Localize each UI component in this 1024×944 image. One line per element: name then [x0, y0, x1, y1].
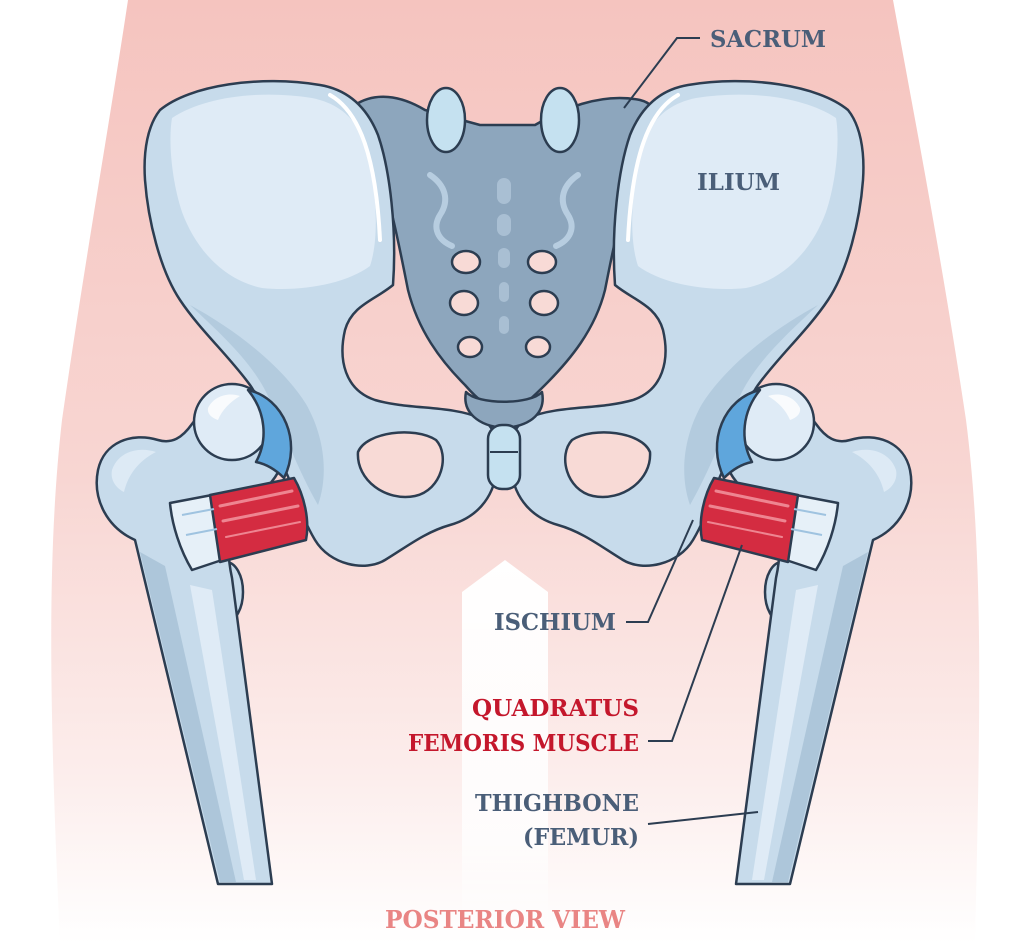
joint-cartilage — [246, 388, 293, 480]
coccyx-base — [464, 390, 544, 430]
view-caption: POSTERIOR VIEW — [385, 905, 626, 934]
median-crest-4 — [499, 282, 509, 302]
tendon-line — [181, 508, 215, 516]
greater-trochanter-highlight — [111, 449, 156, 492]
view-direction-arrow — [462, 560, 548, 944]
ischium-label: ISCHIUM — [494, 609, 616, 636]
median-crest-3 — [498, 248, 510, 268]
sacrum — [351, 86, 658, 414]
left-hip-bone — [143, 79, 499, 567]
sacral-foramen — [456, 335, 484, 359]
femur-label-line2: (FEMUR) — [523, 824, 639, 851]
sacral-foramen — [448, 289, 480, 317]
sacrum-crest-right — [553, 172, 581, 249]
muscle-label-line1: QUADRATUS — [472, 695, 639, 722]
sacral-articular-process-right — [539, 86, 581, 154]
muscle-fiber — [221, 504, 300, 523]
ilium-shade — [190, 305, 324, 505]
median-crest-5 — [499, 316, 509, 334]
muscle-label-line2: FEMORIS MUSCLE — [408, 730, 639, 757]
femur-leader-line — [647, 811, 759, 825]
femur-shaft-highlight — [190, 585, 256, 880]
coccyx — [464, 390, 544, 491]
sacral-articular-process-left — [425, 86, 467, 154]
sacral-foramen — [526, 249, 558, 275]
left-femur — [95, 399, 283, 886]
sacrum-crest-left — [427, 172, 455, 249]
femoral-head-shine — [207, 394, 240, 420]
coccyx-tail — [486, 423, 522, 491]
sacrum-leader-line — [623, 37, 700, 109]
muscle-belly — [208, 476, 309, 564]
median-crest-1 — [497, 178, 511, 204]
median-crest-2 — [497, 214, 511, 236]
sacrum-label: SACRUM — [710, 26, 826, 53]
ilium-label: ILIUM — [697, 169, 780, 196]
ischium-leader-line — [626, 519, 694, 623]
sacral-foramen — [524, 335, 552, 359]
obturator-foramen — [356, 431, 444, 499]
iliac-fossa — [170, 94, 376, 290]
muscle-leader-line — [648, 544, 743, 742]
muscle-fiber — [218, 489, 294, 508]
femur-label-line1: THIGHBONE — [475, 790, 639, 817]
muscle-fiber — [225, 521, 301, 538]
tendon-line — [185, 528, 218, 536]
ilium-highlight — [328, 93, 382, 242]
sacral-foramen — [450, 249, 482, 275]
left-quadratus-femoris — [168, 476, 309, 572]
left-hip-joint — [192, 382, 293, 480]
femur-shaft-shade — [140, 552, 236, 882]
sacral-foramen — [528, 289, 560, 317]
